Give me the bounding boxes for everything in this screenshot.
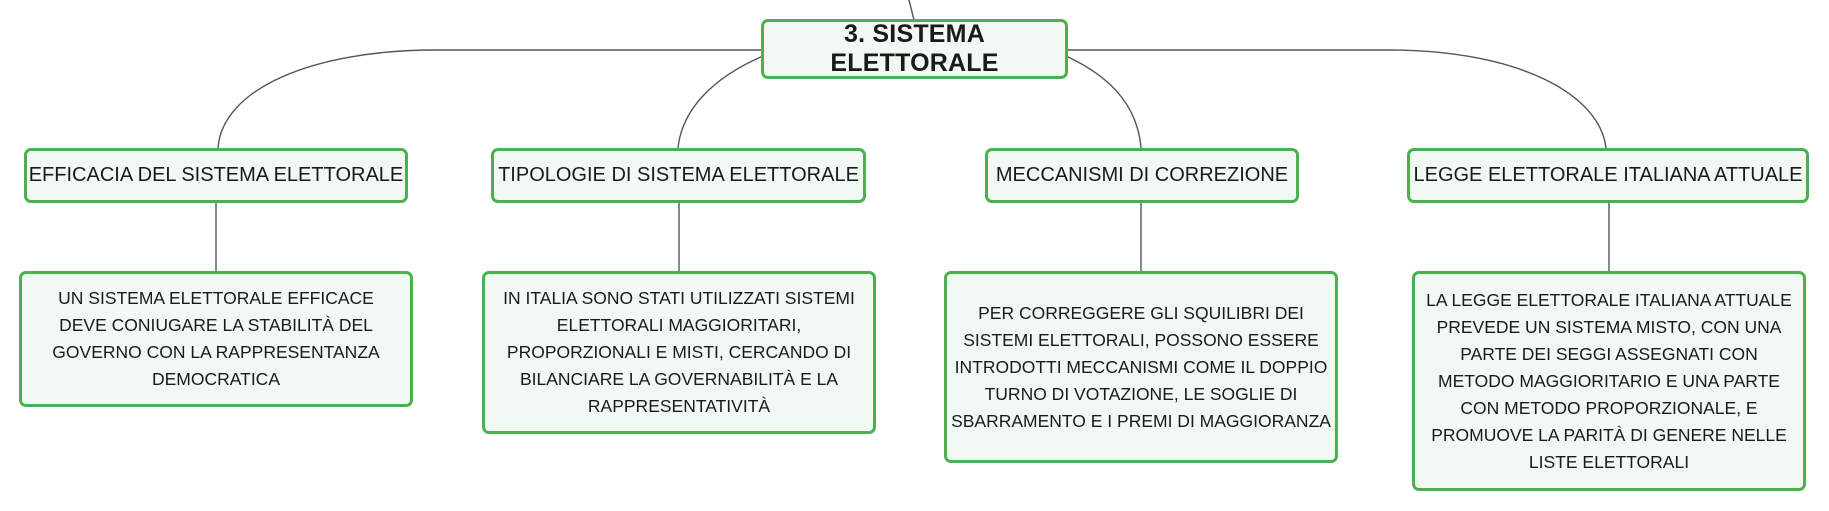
leaf-node-efficacia[interactable]: UN SISTEMA ELETTORALE EFFICACE DEVE CONI… [19,271,413,407]
leaf-node-text: LA LEGGE ELETTORALE ITALIANA ATTUALE PRE… [1426,289,1792,472]
connector-root-to-branch-3 [1065,55,1142,149]
leaf-node-text: UN SISTEMA ELETTORALE EFFICACE DEVE CONI… [52,288,380,389]
leaf-node-text: IN ITALIA SONO STATI UTILIZZATI SISTEMI … [503,288,855,416]
leaf-node-legge[interactable]: LA LEGGE ELETTORALE ITALIANA ATTUALE PRE… [1412,271,1806,491]
branch-node-efficacia[interactable]: EFFICACIA DEL SISTEMA ELETTORALE [24,148,408,203]
connector-parent-to-root [908,0,915,21]
root-node-label: 3. SISTEMA ELETTORALE [830,20,999,77]
branch-node-label: EFFICACIA DEL SISTEMA ELETTORALE [28,164,404,186]
connector-root-to-branch-2 [677,55,764,149]
branch-node-label: MECCANISMI DI CORREZIONE [995,164,1289,186]
branch-node-meccanismi[interactable]: MECCANISMI DI CORREZIONE [985,148,1299,203]
leaf-node-tipologie[interactable]: IN ITALIA SONO STATI UTILIZZATI SISTEMI … [482,271,876,434]
root-node[interactable]: 3. SISTEMA ELETTORALE [761,19,1068,79]
branch-node-label: TIPOLOGIE DI SISTEMA ELETTORALE [498,164,859,186]
leaf-node-text: PER CORREGGERE GLI SQUILIBRI DEI SISTEMI… [951,302,1331,431]
connector-root-to-branch-4 [1066,49,1607,149]
branch-node-legge[interactable]: LEGGE ELETTORALE ITALIANA ATTUALE [1407,148,1809,203]
branch-node-tipologie[interactable]: TIPOLOGIE DI SISTEMA ELETTORALE [491,148,866,203]
branch-node-label: LEGGE ELETTORALE ITALIANA ATTUALE [1413,164,1803,186]
connector-root-to-branch-1 [217,49,763,149]
leaf-node-meccanismi[interactable]: PER CORREGGERE GLI SQUILIBRI DEI SISTEMI… [944,271,1338,463]
